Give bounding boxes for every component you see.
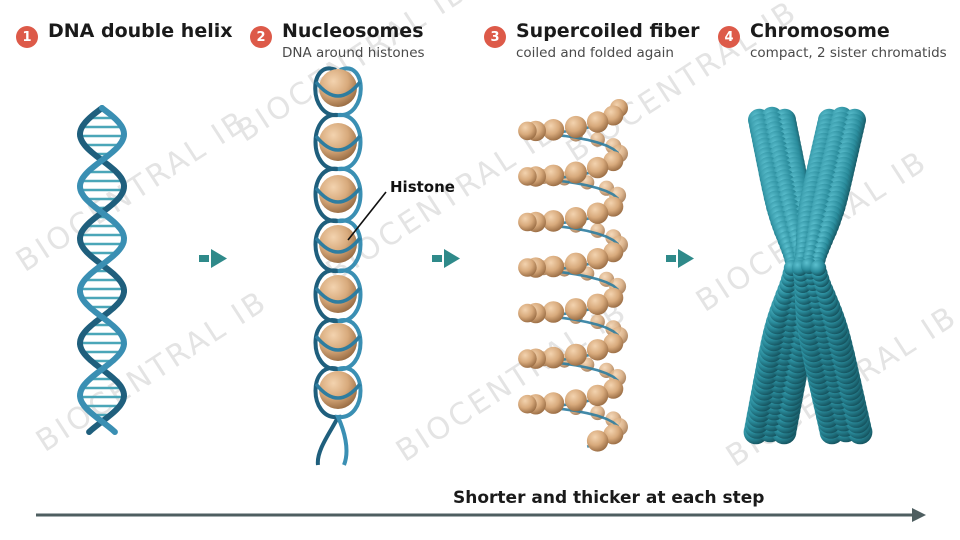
stage-title: Nucleosomes <box>282 20 424 42</box>
histone-label: Histone <box>390 178 455 196</box>
next-step-arrow-icon <box>432 249 460 268</box>
histone-leader-line <box>347 191 387 241</box>
progression-caption: Shorter and thicker at each step <box>453 488 765 508</box>
progression-arrow <box>36 508 926 522</box>
next-step-arrow-icon <box>199 249 227 268</box>
stage-number-badge: 2 <box>250 26 272 48</box>
stage-subtitle: compact, 2 sister chromatids <box>750 45 947 61</box>
nucleosome-string <box>313 66 363 466</box>
stage-number-badge: 1 <box>16 26 38 48</box>
stage-title: Supercoiled fiber <box>516 20 700 42</box>
stage-title: DNA double helix <box>48 20 233 42</box>
stage-subtitle: DNA around histones <box>282 45 425 61</box>
dna-double-helix <box>76 105 128 435</box>
next-step-arrow-icon <box>666 249 694 268</box>
stage-subtitle: coiled and folded again <box>516 45 674 61</box>
stage-number-badge: 4 <box>718 26 740 48</box>
stage-title: Chromosome <box>750 20 890 42</box>
stage-number-badge: 3 <box>484 26 506 48</box>
supercoiled-fiber <box>518 99 628 452</box>
chromosome <box>743 106 873 445</box>
